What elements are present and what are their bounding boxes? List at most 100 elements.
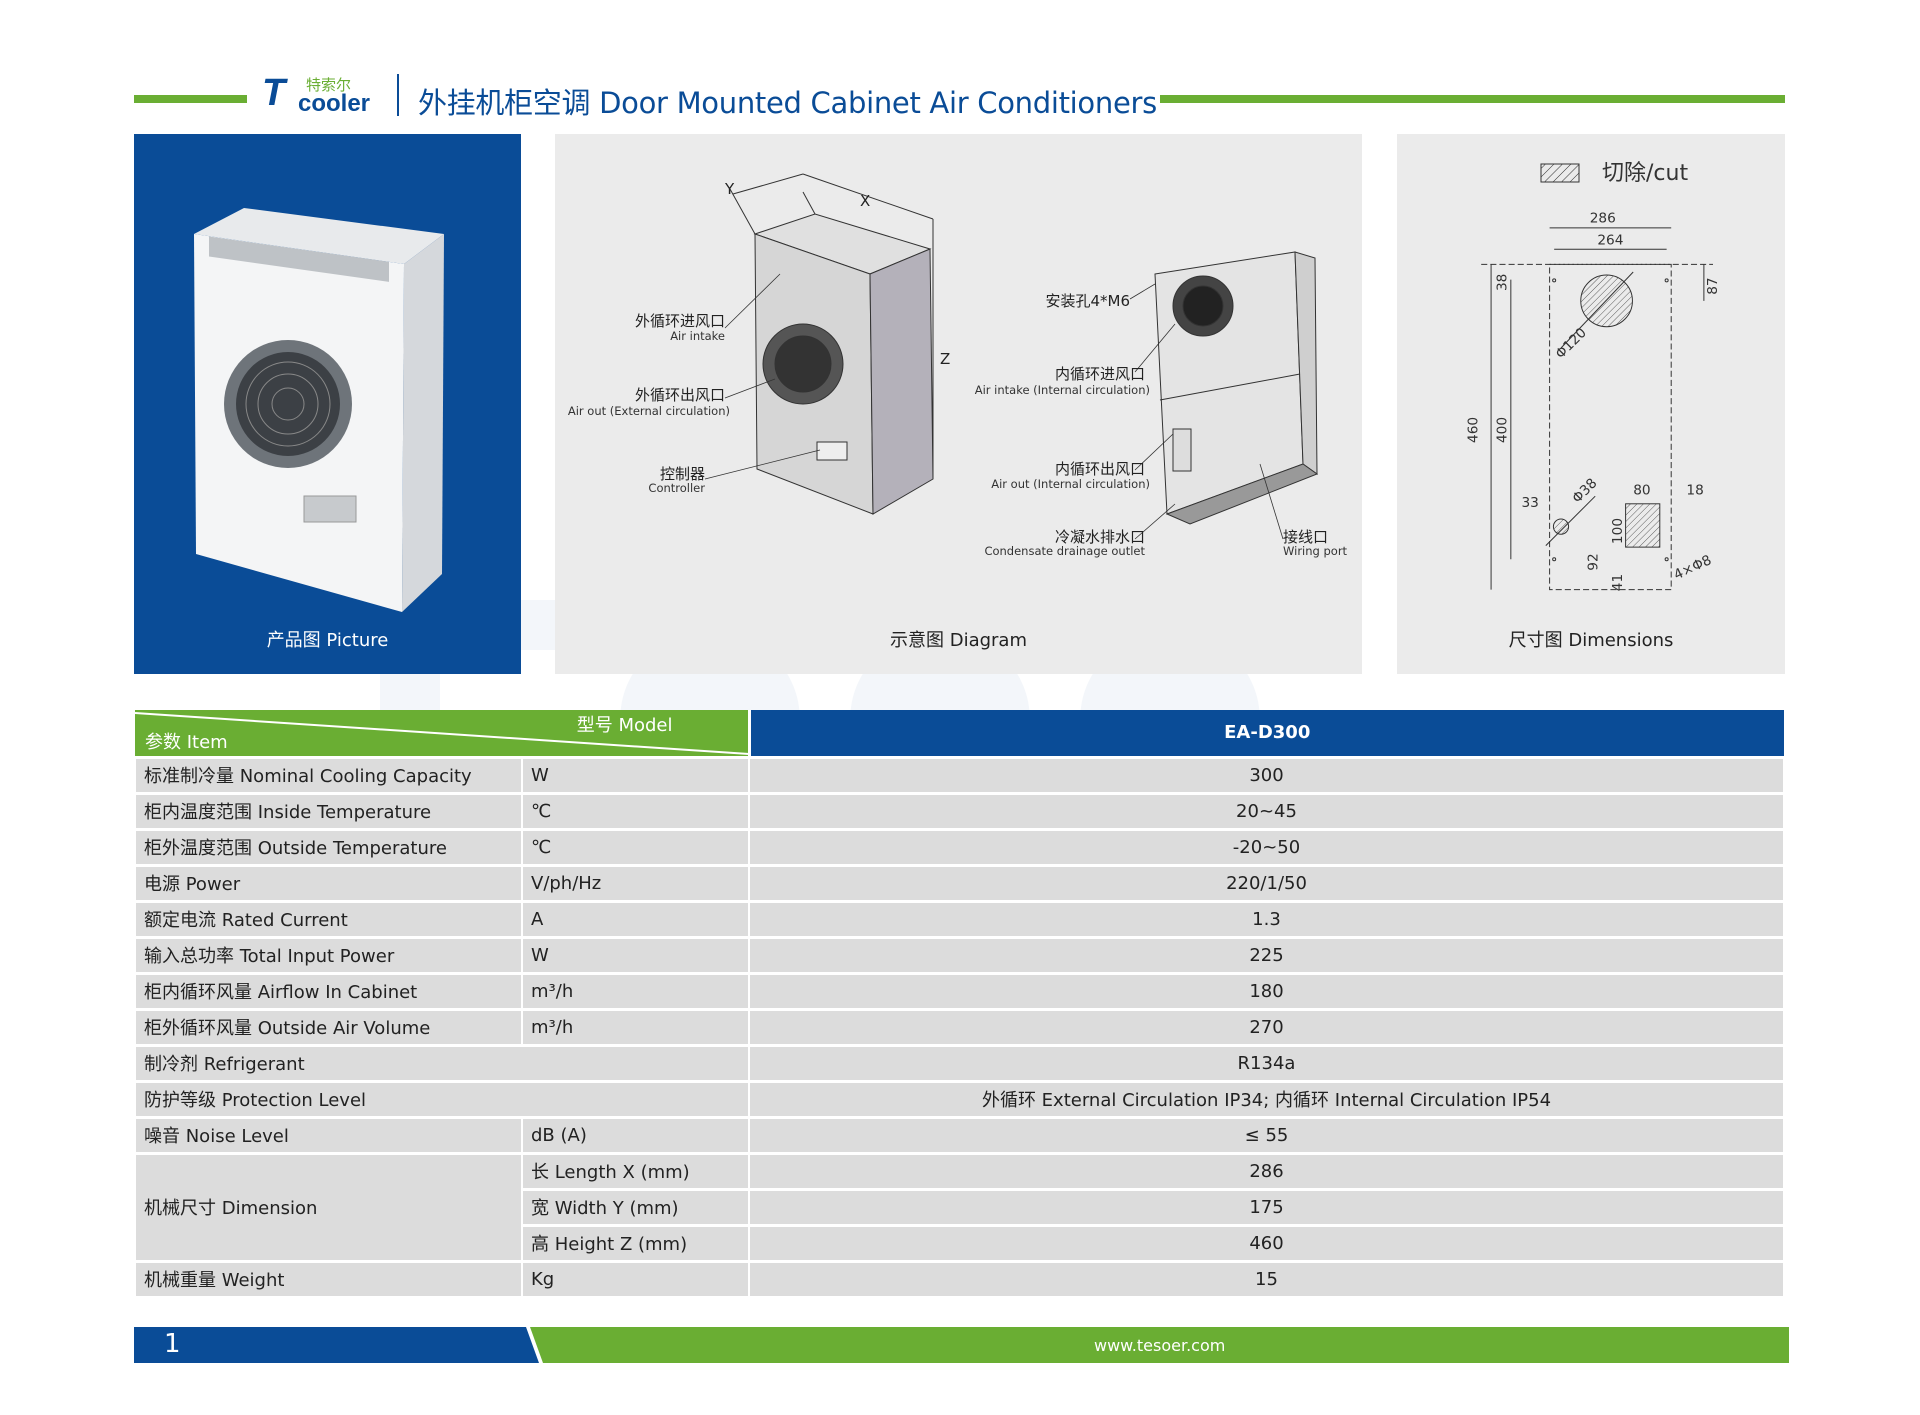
param-name-cell: 机械尺寸 Dimension (134, 1151, 523, 1263)
table-row: 柜外温度范围 Outside Temperature℃-20~50 (134, 827, 1785, 867)
param-name-cell: 噪音 Noise Level (134, 1115, 523, 1155)
dim-80: 80 (1633, 483, 1650, 499)
value-cell: 225 (748, 935, 1785, 975)
unit-cell: ℃ (521, 827, 750, 867)
param-name-cell: 柜内循环风量 Airflow In Cabinet (134, 971, 523, 1011)
label-en: Air intake (Internal circulation) (975, 383, 1150, 397)
label-cn: 接线口 (1283, 528, 1328, 546)
dim-holes: 4×Φ8 (1671, 552, 1714, 583)
dim-100: 100 (1610, 518, 1626, 544)
label-cn: 冷凝水排水口 (1055, 528, 1145, 546)
param-name-cell: 标准制冷量 Nominal Cooling Capacity (134, 755, 523, 795)
dim-41: 41 (1610, 574, 1626, 591)
param-name-cell: 柜内温度范围 Inside Temperature (134, 791, 523, 831)
dim-18: 18 (1686, 483, 1703, 499)
unit-cell: m³/h (521, 971, 750, 1011)
dim-z-label: Z (940, 350, 950, 368)
dim-x-label: X (860, 192, 870, 210)
dimensions-panel: 切除/cut 286 264 460 400 38 87 Φ120 Φ38 33… (1397, 134, 1785, 674)
unit-cell: W (521, 755, 750, 795)
value-cell: R134a (748, 1043, 1785, 1083)
value-cell: 1.3 (748, 899, 1785, 939)
value-cell: 180 (748, 971, 1785, 1011)
param-name-cell: 输入总功率 Total Input Power (134, 935, 523, 975)
dim-y-label: Y (724, 180, 735, 198)
label-cn: 内循环进风口 (1055, 365, 1145, 383)
header-rule-right (1160, 95, 1785, 103)
model-header-label: 型号 Model (576, 715, 673, 736)
value-cell: 300 (748, 755, 1785, 795)
dimension-drawing: 切除/cut 286 264 460 400 38 87 Φ120 Φ38 33… (1465, 161, 1721, 591)
value-cell: 外循环 External Circulation IP34; 内循环 Inter… (748, 1079, 1785, 1119)
diagram-caption: 示意图 Diagram (889, 630, 1027, 651)
param-name-cell: 机械重量 Weight (134, 1259, 523, 1299)
cut-legend-swatch (1540, 163, 1580, 183)
unit-cell: Kg (521, 1259, 750, 1299)
value-cell: 270 (748, 1007, 1785, 1047)
param-name-cell: 防护等级 Protection Level (134, 1079, 750, 1119)
unit-cell: dB (A) (521, 1115, 750, 1155)
dim-87: 87 (1705, 277, 1721, 294)
product-picture-panel: 产品图 Picture (134, 134, 521, 674)
label-en: Air intake (670, 329, 725, 343)
value-cell: 286 (748, 1151, 1785, 1191)
table-row: 宽 Width Y (mm)175 (135, 1187, 1785, 1227)
dim-phi38: Φ38 (1569, 475, 1600, 506)
param-name-cell: 柜外温度范围 Outside Temperature (134, 827, 523, 867)
dim-400: 400 (1494, 417, 1510, 443)
page-title: 外挂机柜空调 Door Mounted Cabinet Air Conditio… (418, 86, 1157, 120)
label-en: Wiring port (1283, 544, 1348, 558)
unit-cell: 长 Length X (mm) (521, 1151, 750, 1191)
param-name-cell: 电源 Power (134, 863, 523, 903)
label-en: Condensate drainage outlet (984, 544, 1145, 558)
dim-286: 286 (1590, 211, 1616, 227)
item-header-label: 参数 Item (145, 731, 228, 753)
header-divider (397, 74, 399, 116)
brand-logo: T 特索尔 cooler (262, 72, 371, 117)
dim-92: 92 (1585, 553, 1601, 570)
value-cell: 20~45 (748, 791, 1785, 831)
dim-460: 460 (1465, 417, 1481, 443)
page-number: 1 (164, 1329, 181, 1359)
dimensions-caption: 尺寸图 Dimensions (1508, 630, 1674, 651)
dim-phi120: Φ120 (1553, 325, 1590, 362)
website-link[interactable]: www.tesoer.com (1094, 1336, 1226, 1355)
param-name-cell: 额定电流 Rated Current (134, 899, 523, 939)
label-cn: 内循环出风口 (1055, 460, 1145, 478)
product-image (194, 208, 444, 612)
unit-cell: A (521, 899, 750, 939)
footer-bar: 1 www.tesoer.com (134, 1327, 1789, 1363)
label-en: Air out (Internal circulation) (991, 477, 1150, 491)
label-cn: 外循环出风口 (635, 386, 725, 404)
value-cell: ≤ 55 (748, 1115, 1785, 1155)
table-row: 高 Height Z (mm)460 (135, 1223, 1785, 1263)
label-cn: 外循环进风口 (635, 312, 725, 330)
table-header-corner: 型号 Model 参数 Item (135, 710, 751, 757)
header-rule-left (134, 95, 247, 103)
diagram-drawing: X Y Z 外循环进风口 Air intake 外循环出风口 Air out (… (568, 173, 1348, 558)
label-cn: 控制器 (660, 465, 705, 483)
value-cell: 220/1/50 (748, 863, 1785, 903)
dim-38: 38 (1494, 274, 1510, 291)
model-name-header: EA-D300 (749, 710, 1784, 757)
value-cell: 15 (748, 1259, 1785, 1299)
dim-33: 33 (1521, 495, 1538, 511)
unit-cell: W (521, 935, 750, 975)
diagram-panel: X Y Z 外循环进风口 Air intake 外循环出风口 Air out (… (555, 134, 1362, 674)
label-en: Air out (External circulation) (568, 404, 730, 418)
label-cn: 安装孔4*M6 (1045, 292, 1130, 310)
dim-264: 264 (1597, 233, 1623, 249)
picture-caption: 产品图 Picture (266, 630, 389, 651)
spec-table: 型号 Model 参数 Item EA-D300 标准制冷量 Nominal C… (134, 710, 1785, 1299)
